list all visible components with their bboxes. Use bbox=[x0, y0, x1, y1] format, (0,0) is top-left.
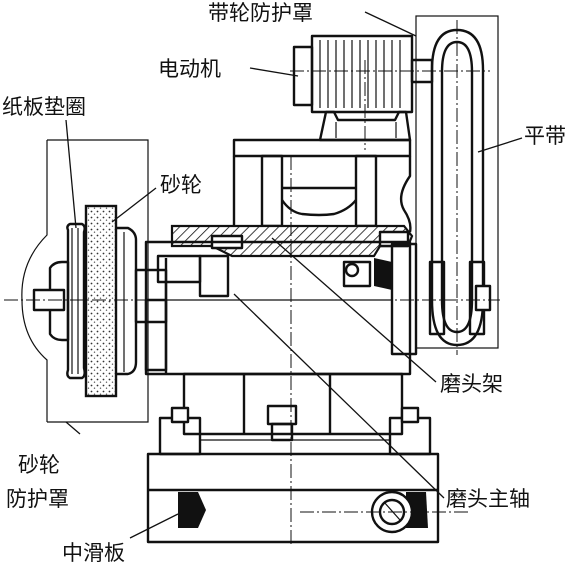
grinding-wheel bbox=[4, 204, 500, 398]
centre-lines bbox=[290, 60, 366, 545]
middle-slide bbox=[146, 452, 470, 544]
flat-belt-leader bbox=[477, 137, 523, 153]
motor-leader bbox=[249, 67, 299, 77]
label-motor: 电动机 bbox=[158, 57, 221, 81]
label-wheel-guard-line1: 砂轮 bbox=[18, 453, 60, 477]
grinding-wheel-leader bbox=[111, 187, 157, 223]
flat-belt bbox=[428, 20, 492, 355]
grinding-head-frame-leader bbox=[271, 237, 437, 383]
label-middle-slide: 中滑板 bbox=[62, 541, 125, 565]
wheel-guard-leader bbox=[65, 421, 81, 435]
lower-body bbox=[158, 372, 432, 456]
middle-slide-leader bbox=[129, 513, 179, 539]
label-pulley-guard: 带轮防护罩 bbox=[208, 1, 313, 25]
label-paper-gasket: 纸板垫圈 bbox=[2, 95, 86, 119]
label-flat-belt: 平带 bbox=[524, 124, 566, 148]
labels: 带轮防护罩 电动机 纸板垫圈 砂轮 平带 磨头架 砂轮 防护罩 磨头主轴 中滑板 bbox=[2, 1, 566, 565]
pulley-guard-leader bbox=[364, 11, 417, 37]
leader-lines bbox=[65, 11, 523, 539]
grinding-head-frame bbox=[144, 138, 418, 376]
pulley-guard bbox=[415, 15, 499, 349]
motor bbox=[290, 34, 490, 142]
spindle-leader bbox=[233, 293, 445, 499]
label-grinding-head-frame: 磨头架 bbox=[440, 372, 503, 396]
paper-gasket-leader bbox=[65, 119, 77, 229]
label-grinding-wheel: 砂轮 bbox=[160, 173, 202, 197]
label-spindle: 磨头主轴 bbox=[446, 487, 530, 511]
label-wheel-guard-line2: 防护罩 bbox=[6, 487, 69, 511]
